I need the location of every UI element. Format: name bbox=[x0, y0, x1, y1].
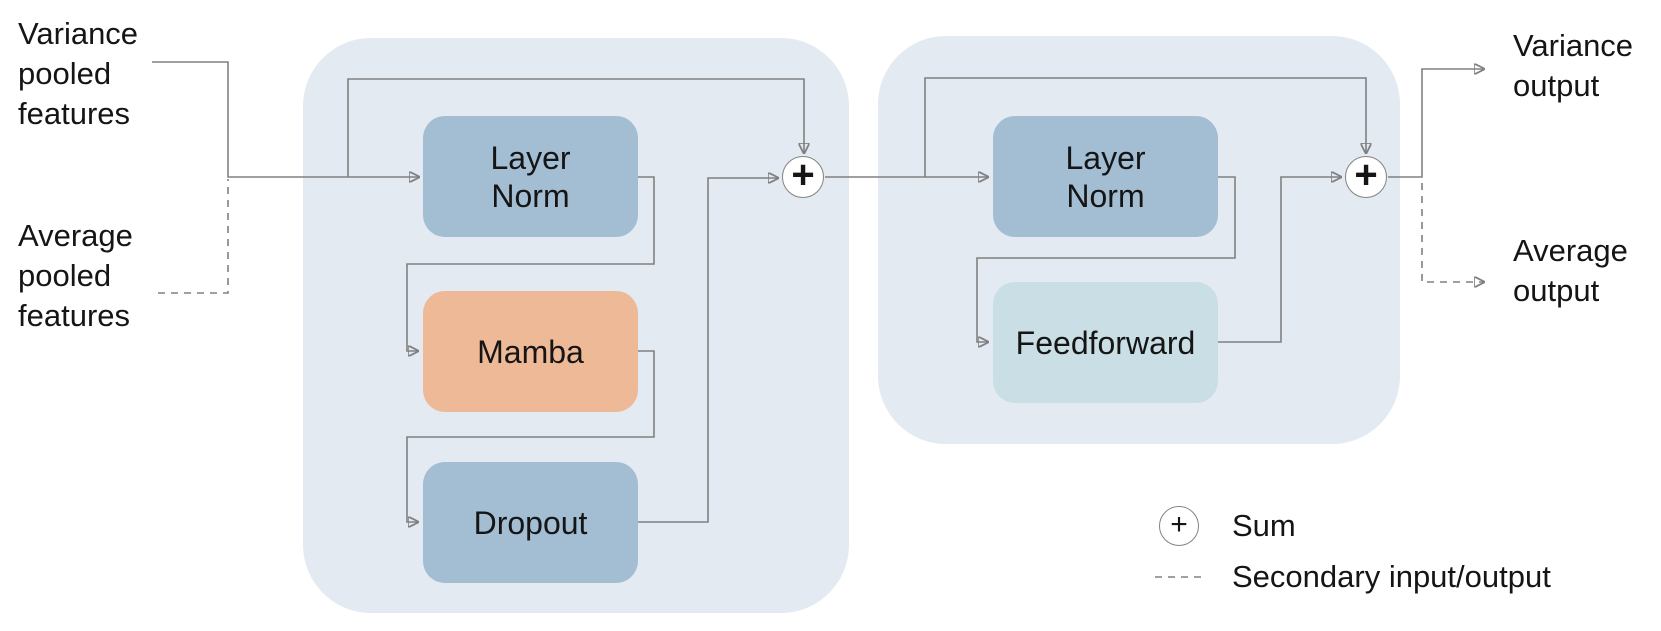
sum-node-1: + bbox=[782, 153, 824, 198]
wire-average-input-dashed bbox=[158, 179, 229, 294]
plus-icon: + bbox=[791, 153, 815, 197]
mamba-box: Mamba bbox=[423, 291, 638, 412]
wire-average-output-dashed bbox=[1421, 183, 1484, 282]
average-output-label: Average output bbox=[1513, 233, 1628, 308]
legend-secondary-label: Secondary input/output bbox=[1232, 559, 1551, 594]
plus-icon: + bbox=[1354, 153, 1378, 197]
layer-norm-1-box: Layer Norm bbox=[423, 116, 638, 237]
sum-node-2: + bbox=[1345, 153, 1387, 198]
legend-sum-label: Sum bbox=[1232, 508, 1296, 543]
feedforward-box: Feedforward bbox=[993, 282, 1218, 403]
plus-icon: + bbox=[1170, 508, 1188, 541]
average-input-label: Average pooled features bbox=[18, 218, 133, 333]
dropout-box: Dropout bbox=[423, 462, 638, 583]
variance-output-label: Variance output bbox=[1513, 28, 1634, 103]
variance-input-label: Variance pooled features bbox=[18, 16, 139, 131]
wire-variance-output bbox=[1388, 69, 1484, 178]
legend-sum-symbol: + bbox=[1159, 506, 1199, 546]
layer-norm-2-box: Layer Norm bbox=[993, 116, 1218, 237]
